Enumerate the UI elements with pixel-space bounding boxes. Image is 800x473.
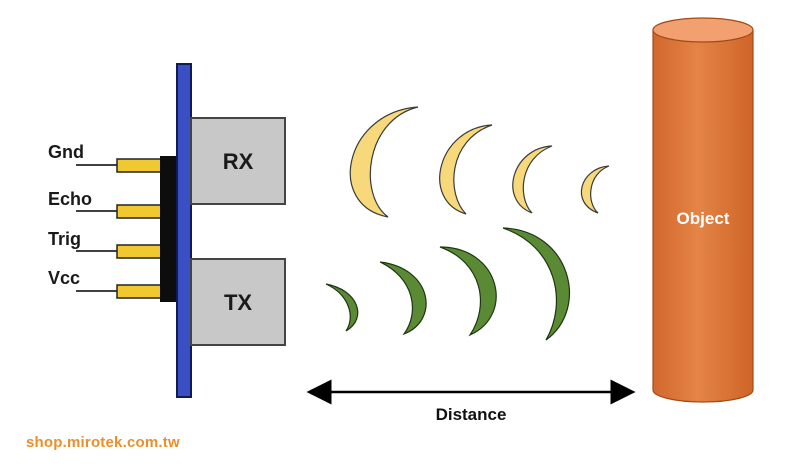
pin-label-trig: Trig (48, 229, 81, 249)
trigger-wave-2 (379, 261, 427, 336)
header-pins (116, 158, 164, 299)
pin-label-echo: Echo (48, 189, 92, 209)
pin-label-gnd: Gnd (48, 142, 84, 162)
echo-pin (116, 204, 164, 219)
rx-transducer (190, 117, 286, 205)
pin-wires (76, 164, 120, 292)
sensor-board (176, 63, 192, 398)
vcc-pin (116, 284, 164, 299)
trigger-wave-3 (439, 246, 497, 337)
object-body (652, 29, 754, 403)
object-label: Object (677, 209, 730, 228)
echo-waves (349, 106, 610, 218)
echo-wave-2 (439, 124, 493, 215)
pin-label-vcc: Vcc (48, 268, 80, 288)
object-top (652, 17, 754, 43)
echo-wave-3 (512, 145, 553, 214)
rx-label: RX (223, 149, 254, 174)
object-cylinder: Object (652, 17, 754, 403)
tx-label: TX (224, 290, 252, 315)
gnd-pin (116, 158, 164, 173)
watermark-text: shop.mirotek.com.tw (26, 434, 180, 451)
trigger-wave-1 (325, 283, 359, 332)
pin-header-block (160, 156, 178, 302)
tx-transducer (190, 258, 286, 346)
echo-wave-1 (349, 106, 419, 218)
trig-pin (116, 244, 164, 259)
echo-wave-4 (580, 165, 610, 214)
trigger-waves (325, 227, 570, 341)
trigger-wave-4 (502, 227, 570, 341)
distance-label: Distance (436, 405, 507, 424)
